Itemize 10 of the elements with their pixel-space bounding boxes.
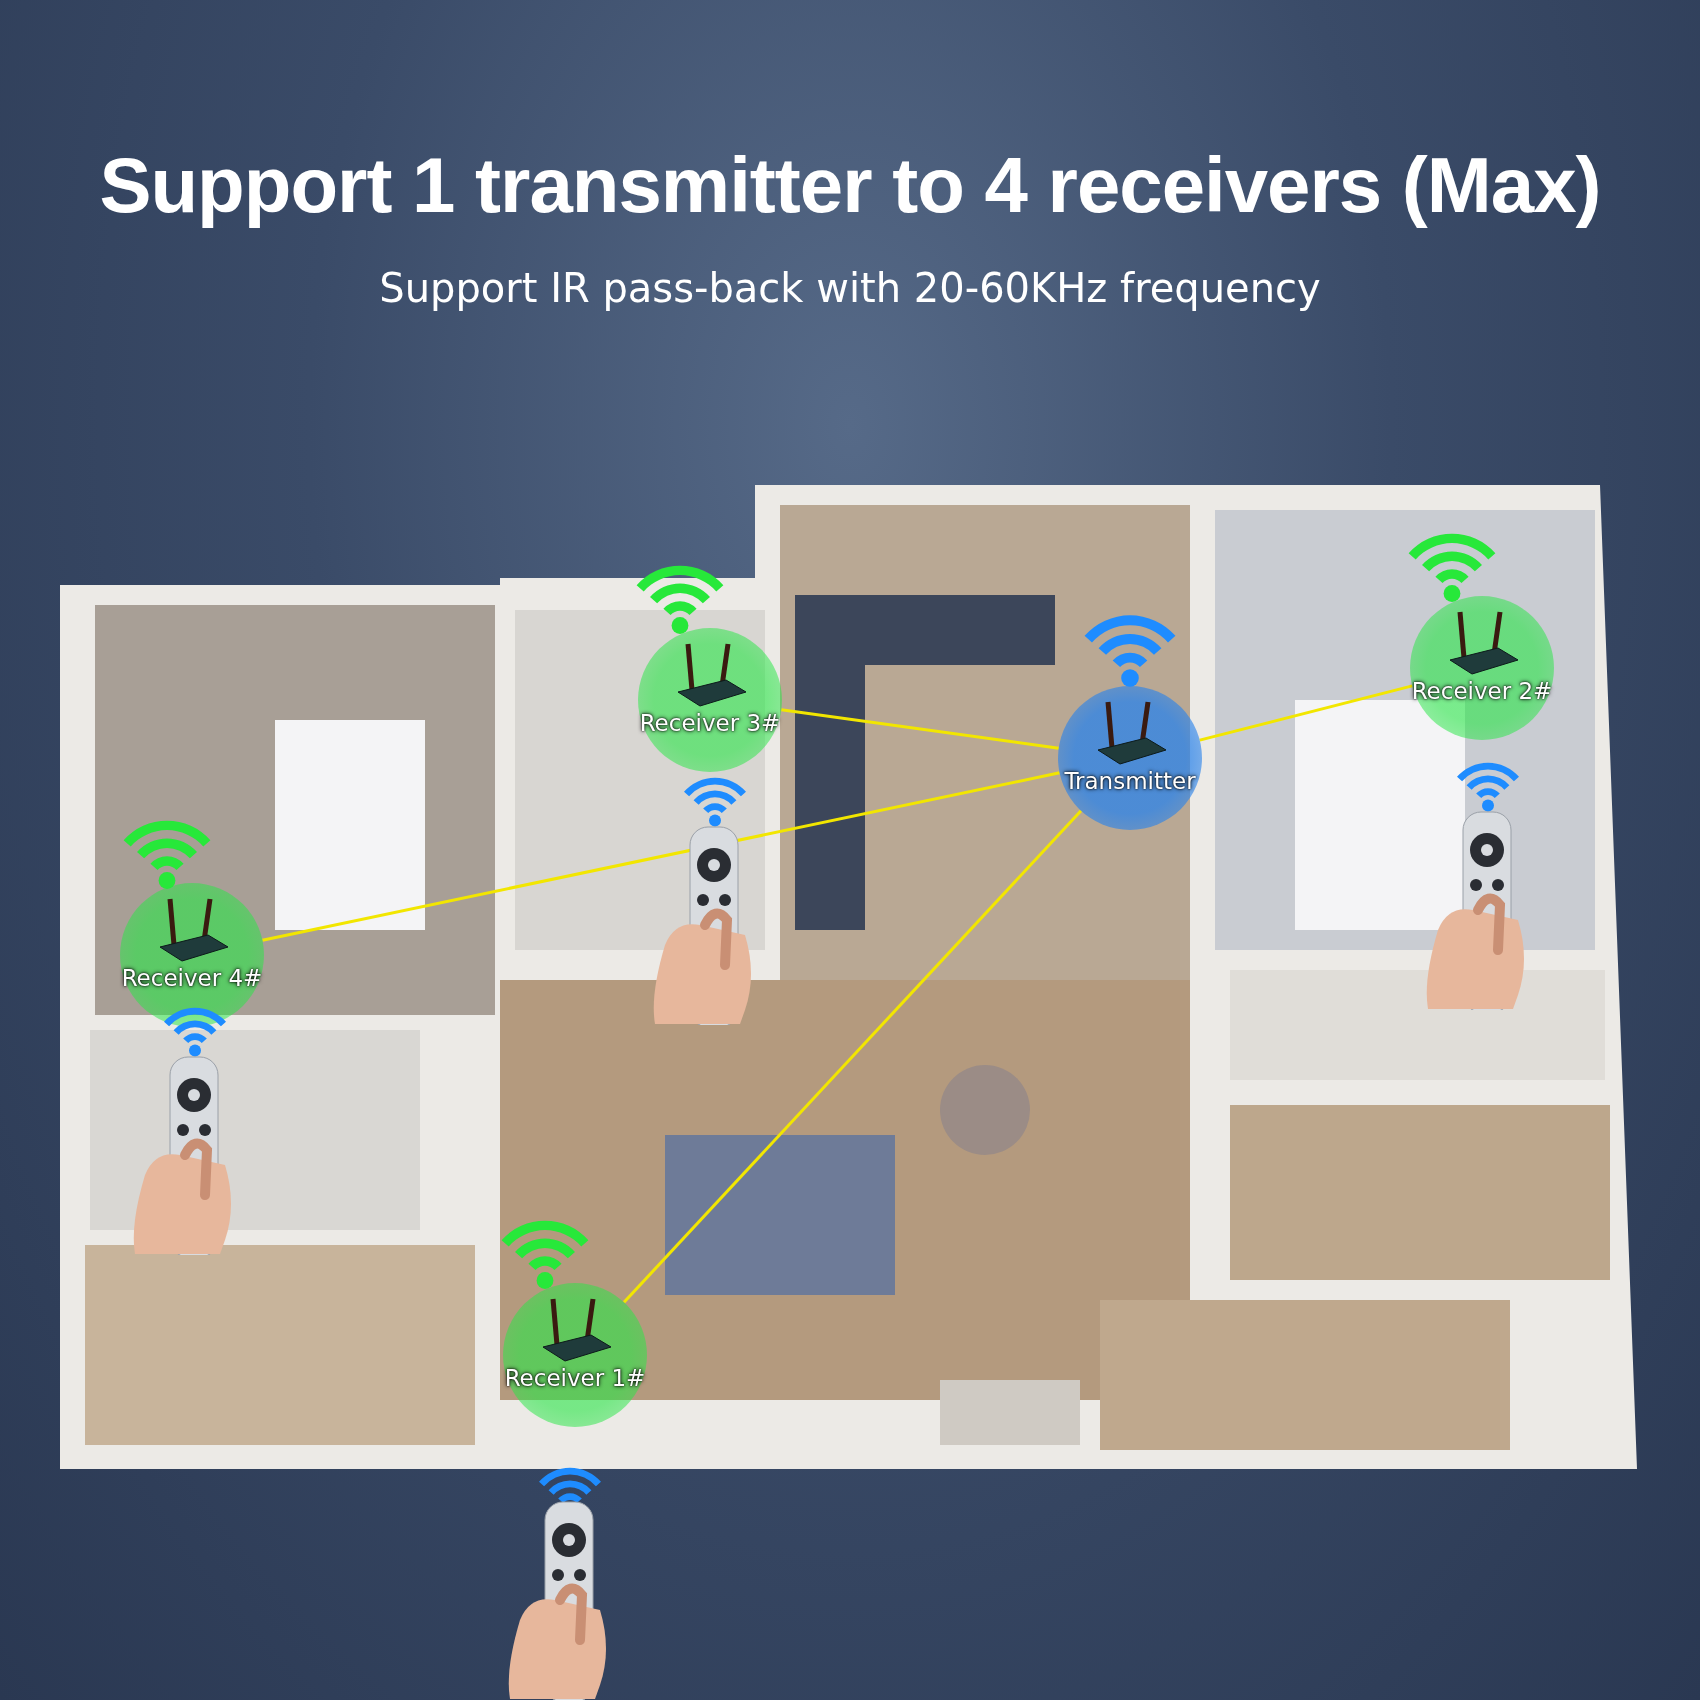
connector-line: [781, 708, 1059, 750]
device-label: Receiver 3#: [638, 710, 782, 736]
device-label: Transmitter: [1063, 768, 1197, 794]
connector-line: [622, 809, 1083, 1304]
device-label: Receiver 1#: [503, 1365, 647, 1391]
device-label: Receiver 2#: [1410, 678, 1554, 704]
device-label: Receiver 4#: [120, 965, 264, 991]
connector-line: [262, 771, 1060, 942]
subtitle: Support IR pass-back with 20-60KHz frequency: [378, 265, 1322, 311]
title: Support 1 transmitter to 4 receivers (Max): [98, 140, 1602, 231]
